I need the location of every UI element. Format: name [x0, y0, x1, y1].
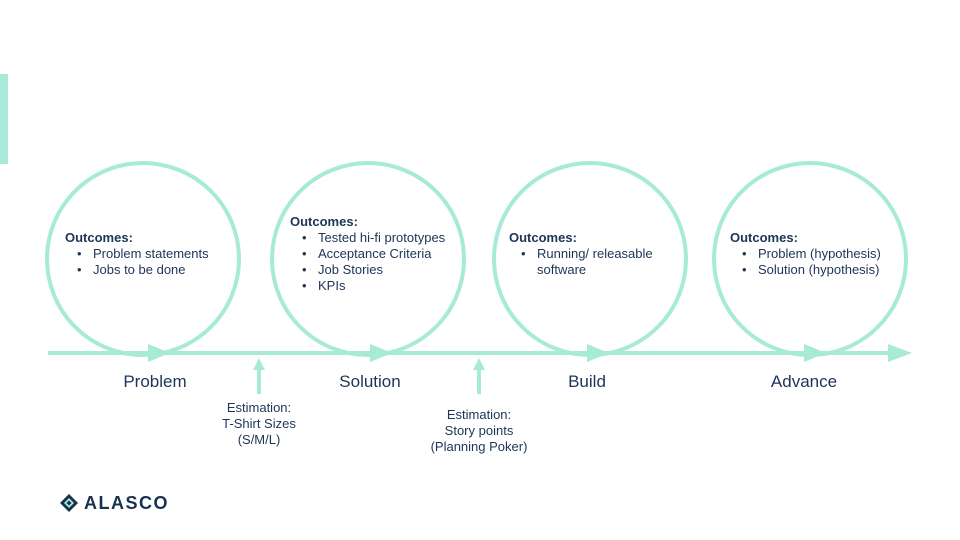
alasco-logo-icon [60, 494, 78, 512]
outcomes-heading: Outcomes: [290, 214, 358, 229]
phase-label-problem: Problem [123, 372, 187, 391]
outcomes-list: Tested hi-fi prototypes Acceptance Crite… [290, 230, 460, 294]
estimation-arrow-2-head [473, 358, 485, 370]
timeline-arrowhead-solution [370, 344, 392, 362]
timeline-arrowhead-build [587, 344, 609, 362]
outcomes-list: Problem statements Jobs to be done [65, 246, 225, 278]
outcomes-build: Outcomes: Running/ releasable software [509, 230, 665, 278]
outcome-item: Jobs to be done [77, 262, 225, 278]
phase-label-build: Build [568, 372, 606, 391]
outcome-item: Job Stories [302, 262, 460, 278]
outcome-item: Running/ releasable software [521, 246, 665, 278]
outcome-item: Tested hi-fi prototypes [302, 230, 460, 246]
estimation-line: Story points [444, 423, 514, 438]
estimation-line: Estimation: [226, 400, 292, 415]
timeline-arrowhead-problem [148, 344, 170, 362]
accent-bar [0, 74, 8, 164]
logo-text: ALASCO [84, 492, 169, 513]
outcome-item: Problem statements [77, 246, 225, 262]
outcomes-list: Problem (hypothesis) Solution (hypothesi… [730, 246, 900, 278]
outcomes-list: Running/ releasable software [509, 246, 665, 278]
timeline-arrowhead-advance [804, 344, 826, 362]
outcome-item: Problem (hypothesis) [742, 246, 900, 262]
estimation-line: (Planning Poker) [430, 439, 528, 454]
estimation-arrow-1-head [253, 358, 265, 370]
outcomes-heading: Outcomes: [509, 230, 577, 245]
phase-label-advance: Advance [770, 372, 838, 391]
outcomes-advance: Outcomes: Problem (hypothesis) Solution … [730, 230, 900, 278]
estimation-line: T-Shirt Sizes [222, 416, 296, 431]
estimation-line: (S/M/L) [237, 432, 281, 447]
outcome-item: KPIs [302, 278, 460, 294]
phase-label-solution: Solution [339, 372, 401, 391]
outcome-item: Acceptance Criteria [302, 246, 460, 262]
outcomes-solution: Outcomes: Tested hi-fi prototypes Accept… [290, 214, 460, 294]
estimation-line: Estimation: [446, 407, 512, 422]
timeline-arrowhead-end [888, 344, 912, 362]
outcomes-heading: Outcomes: [730, 230, 798, 245]
outcomes-heading: Outcomes: [65, 230, 133, 245]
outcome-item: Solution (hypothesis) [742, 262, 900, 278]
estimation-tshirt: Estimation: T-Shirt Sizes (S/M/L) [194, 400, 324, 448]
estimation-story-points: Estimation: Story points (Planning Poker… [414, 407, 544, 455]
outcomes-problem: Outcomes: Problem statements Jobs to be … [65, 230, 225, 278]
alasco-logo: ALASCO [60, 493, 169, 513]
